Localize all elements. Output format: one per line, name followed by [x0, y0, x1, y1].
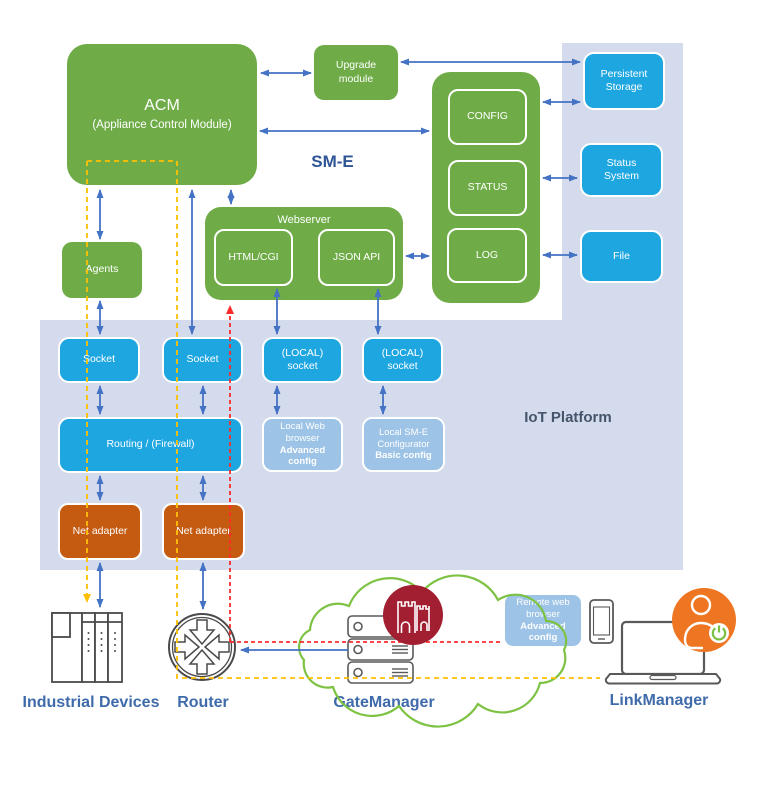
linkmanager-user-icon [672, 588, 736, 652]
upgrade-module-box: Upgrade module [314, 45, 398, 100]
smartphone-icon [589, 599, 614, 644]
acm-title: ACM [144, 97, 180, 115]
upgrade-module-label: Upgrade module [335, 59, 377, 85]
local-socket-1-line1: (LOCAL) [281, 346, 324, 359]
socket-1-label: Socket [82, 353, 116, 366]
gatemanager-label: GateManager [333, 694, 435, 711]
json-api-label: JSON API [332, 250, 381, 263]
router-label: Router [177, 694, 229, 711]
socket-1-box: Socket [58, 337, 140, 383]
local-web-browser-box: Local Web browser Advanced config [262, 417, 343, 472]
net-adapter-1-label: Net adapter [72, 524, 128, 537]
net-adapter-1-box: Net adapter [58, 503, 142, 560]
local-socket-2-line1: (LOCAL) [381, 346, 424, 359]
webserver-label: Webserver [277, 214, 331, 226]
status-system-label: Status System [603, 156, 639, 182]
status-system-box: Status System [580, 143, 663, 197]
html-cgi-box: HTML/CGI [214, 229, 293, 286]
linkmanager-label: LinkManager [609, 692, 709, 709]
log-label: LOG [475, 248, 499, 261]
laptop-icon [604, 620, 722, 685]
agents-label: Agents [85, 263, 119, 276]
file-box: File [580, 230, 663, 283]
agents-box: Agents [62, 242, 142, 298]
socket-2-box: Socket [162, 337, 243, 383]
net-adapter-2-box: Net adapter [162, 503, 245, 560]
persistent-storage-label: Persistent Storage [600, 67, 648, 93]
log-box: LOG [447, 228, 527, 283]
local-socket-2-line2: socket [387, 360, 418, 372]
acm-box: ACM (Appliance Control Module) [67, 44, 257, 185]
iot-platform-label: IoT Platform [524, 409, 612, 426]
local-web-browser-bold-label: Advanced config [279, 444, 326, 468]
file-label: File [613, 249, 630, 262]
routing-firewall-box: Routing / (Firewall) [58, 417, 243, 473]
remote-web-browser-bold-label: Advanced config [520, 620, 566, 644]
socket-2-label: Socket [186, 353, 219, 366]
local-socket-1-box: (LOCAL) socket [262, 337, 343, 383]
html-cgi-label: HTML/CGI [228, 250, 279, 263]
net-adapter-2-label: Net adapter [176, 524, 231, 537]
gatemanager-servers-icon [347, 615, 414, 684]
status-box: STATUS [448, 160, 527, 216]
local-sme-configurator-bold-label: Basic config [375, 450, 432, 462]
router-icon [168, 613, 236, 681]
config-box: CONFIG [448, 89, 527, 145]
industrial-devices-label: Industrial Devices [22, 694, 160, 711]
config-label: CONFIG [467, 110, 508, 123]
local-web-browser-label: Local Web browser [280, 420, 325, 444]
remote-web-browser-box: Remote web browser Advanced config [503, 593, 583, 648]
routing-firewall-label: Routing / (Firewall) [106, 438, 195, 451]
status-label: STATUS [467, 181, 508, 194]
local-sme-configurator-box: Local SM-E Configurator Basic config [362, 417, 445, 472]
persistent-storage-box: Persistent Storage [583, 52, 665, 110]
json-api-box: JSON API [318, 229, 395, 286]
sme-label: SM-E [311, 152, 354, 171]
local-socket-2-box: (LOCAL) socket [362, 337, 443, 383]
local-sme-configurator-label: Local SM-E Configurator [377, 426, 430, 450]
acm-subtitle: (Appliance Control Module) [92, 119, 232, 132]
industrial-devices-icon [51, 612, 123, 683]
local-socket-1-line2: socket [287, 360, 318, 372]
gatemanager-logo-icon [383, 585, 443, 645]
remote-web-browser-label: Remote web browser [516, 596, 570, 620]
